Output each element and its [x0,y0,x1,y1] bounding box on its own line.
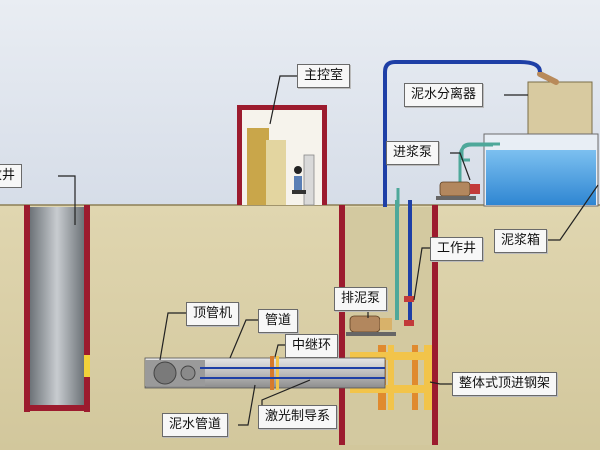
leader-receiving-well [58,175,76,225]
mud-separator [527,71,593,135]
label-jacking-frame: 整体式顶进钢架 [452,372,558,396]
label-receiving-well: 接收井 [0,164,23,188]
label-control-room: 主控室 [297,64,351,88]
label-laser-guide: 激光制导系 [258,405,338,429]
leader-control-room [269,75,297,125]
leader-work-well [413,247,430,301]
label-discharge-pump: 排泥泵 [334,287,388,311]
discharge-pump [346,315,396,336]
pipeline [144,356,386,390]
receiving-well [24,205,90,412]
return-pipe [383,60,542,310]
leader-relay-ring [274,344,286,358]
label-work-well: 工作井 [430,237,484,261]
leader-jacking-frame [429,381,452,385]
label-mud-tank: 泥浆箱 [494,229,548,253]
label-relay-ring: 中继环 [285,334,339,358]
label-mud-pipe: 泥水管道 [162,413,229,437]
label-jacking-machine: 顶管机 [186,302,240,326]
mud-tank [483,133,599,207]
leader-pipeline [229,319,258,359]
label-separator: 泥水分离器 [404,83,484,107]
label-feed-pump: 进浆泵 [386,141,440,165]
leader-mud-pipe [238,384,256,426]
control-room [237,105,327,206]
leader-feed-pump [450,152,471,181]
label-pipeline: 管道 [258,309,299,333]
leader-jacking-machine [159,312,188,361]
feed-pump [436,181,480,200]
